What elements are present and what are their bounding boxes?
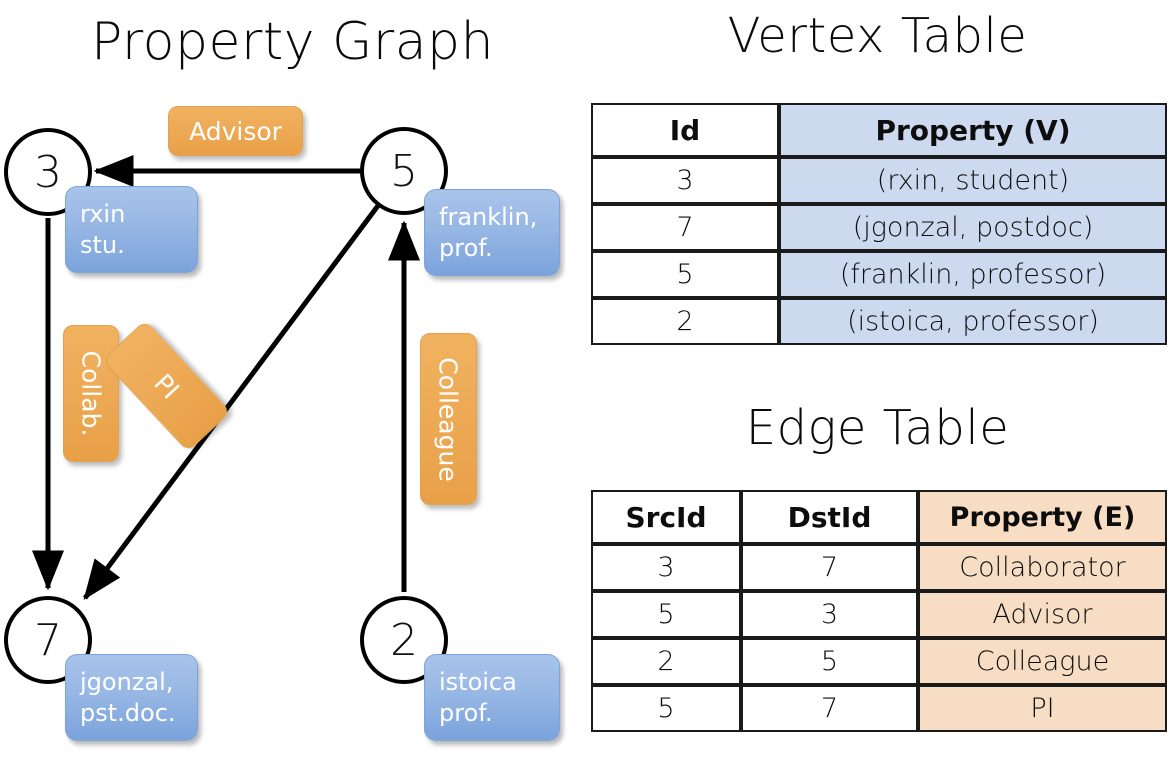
- edge-label-pi-text: PI: [148, 367, 185, 405]
- vertex-property-box-franklin: franklin, prof.: [424, 189, 560, 276]
- vertex-table-cell-id: 2: [591, 298, 779, 345]
- table-row: 2 5 Colleague: [591, 638, 1167, 685]
- page-title-vertex-table: Vertex Table: [727, 8, 1028, 64]
- vertex-property-rxin-line2: stu.: [80, 230, 125, 259]
- edge-label-box-colleague: Colleague: [420, 333, 477, 505]
- edge-label-advisor-text: Advisor: [189, 116, 282, 146]
- vertex-table-header-row: Id Property (V): [591, 103, 1167, 157]
- vertex-table-header-property: Property (V): [779, 103, 1167, 157]
- graph-vertex-2[interactable]: 2: [360, 596, 448, 684]
- vertex-property-box-istoica: istoica prof.: [424, 654, 560, 741]
- vertex-property-istoica-line1: istoica: [439, 668, 517, 696]
- edge-pi-5-to-7: [82, 201, 383, 601]
- vertex-table-cell-id: 7: [591, 204, 779, 251]
- edge-label-colleague-text: Colleague: [434, 356, 464, 482]
- edge-table-cell-property: PI: [918, 685, 1167, 732]
- vertex-table-cell-property: (franklin, professor): [779, 251, 1167, 298]
- graph-vertex-3-id: 3: [34, 146, 62, 198]
- edge-table-cell-srcid: 5: [591, 685, 741, 732]
- edge-table-header-row: SrcId DstId Property (E): [591, 490, 1167, 544]
- graph-edge-layer: [32, 155, 420, 601]
- edge-table-cell-dstid: 7: [741, 544, 918, 591]
- table-row: 5 3 Advisor: [591, 591, 1167, 638]
- table-row: 3 7 Collaborator: [591, 544, 1167, 591]
- vertex-property-box-rxin: rxin stu.: [65, 186, 198, 273]
- graph-vertex-5[interactable]: 5: [360, 127, 448, 215]
- graph-vertex-2-id: 2: [390, 614, 418, 666]
- page-title-property-graph: Property Graph: [90, 12, 495, 72]
- vertex-table-cell-property: (rxin, student): [779, 157, 1167, 204]
- edge-table-cell-srcid: 3: [591, 544, 741, 591]
- table-row: 3 (rxin, student): [591, 157, 1167, 204]
- vertex-property-rxin-line1: rxin: [80, 200, 126, 228]
- edge-table-header-dstid: DstId: [741, 490, 918, 544]
- edge-table-header-property: Property (E): [918, 490, 1167, 544]
- edge-table-cell-property: Colleague: [918, 638, 1167, 685]
- vertex-property-jgonzal-line1: jgonzal,: [80, 668, 174, 696]
- table-row: 5 7 PI: [591, 685, 1167, 732]
- table-row: 5 (franklin, professor): [591, 251, 1167, 298]
- page-title-edge-table: Edge Table: [745, 400, 1010, 456]
- edge-table-cell-dstid: 5: [741, 638, 918, 685]
- vertex-table-header-id: Id: [591, 103, 779, 157]
- vertex-table: Id Property (V) 3 (rxin, student) 7 (jgo…: [591, 103, 1167, 345]
- graph-vertex-5-id: 5: [390, 145, 418, 197]
- edge-table-cell-dstid: 7: [741, 685, 918, 732]
- vertex-table-cell-id: 5: [591, 251, 779, 298]
- vertex-property-franklin-line1: franklin,: [439, 203, 538, 231]
- vertex-property-jgonzal-line2: pst.doc.: [80, 698, 176, 727]
- vertex-property-box-jgonzal: jgonzal, pst.doc.: [65, 654, 198, 741]
- edge-table: SrcId DstId Property (E) 3 7 Collaborato…: [591, 490, 1167, 732]
- property-graph-panel: Property Graph 3 5 7 2 rxin stu. frankli…: [4, 12, 560, 741]
- edge-label-collab-text: Collab.: [76, 350, 106, 437]
- vertex-table-cell-property: (istoica, professor): [779, 298, 1167, 345]
- edge-table-cell-srcid: 5: [591, 591, 741, 638]
- vertex-property-franklin-line2: prof.: [439, 233, 493, 262]
- edge-table-cell-property: Advisor: [918, 591, 1167, 638]
- table-row: 7 (jgonzal, postdoc): [591, 204, 1167, 251]
- edge-table-header-srcid: SrcId: [591, 490, 741, 544]
- edge-table-cell-property: Collaborator: [918, 544, 1167, 591]
- graph-vertex-7-id: 7: [34, 614, 62, 666]
- vertex-property-istoica-line2: prof.: [439, 698, 493, 727]
- edge-label-box-collab: Collab.: [63, 325, 119, 462]
- edge-label-box-advisor: Advisor: [168, 106, 303, 156]
- vertex-table-cell-property: (jgonzal, postdoc): [779, 204, 1167, 251]
- edge-table-cell-dstid: 3: [741, 591, 918, 638]
- table-row: 2 (istoica, professor): [591, 298, 1167, 345]
- vertex-table-cell-id: 3: [591, 157, 779, 204]
- edge-table-cell-srcid: 2: [591, 638, 741, 685]
